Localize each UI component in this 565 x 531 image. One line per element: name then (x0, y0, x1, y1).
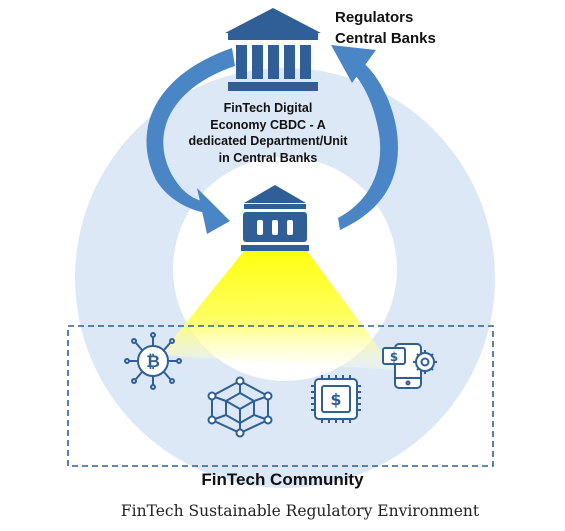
fintech-community-label: FinTech Community (201, 470, 364, 489)
cbdc-line-3: dedicated Department/Unit (188, 134, 348, 148)
svg-text:₿: ₿ (146, 352, 160, 372)
cbdc-line-2: Economy CBDC - A (210, 117, 326, 132)
arrow-up-right (331, 45, 398, 230)
small-bank-icon (241, 185, 309, 251)
regulators-line-1: Regulators (335, 9, 414, 26)
figure-caption: FinTech Sustainable Regulatory Environme… (120, 502, 480, 520)
svg-text:$: $ (330, 390, 341, 409)
spotlight-beam (160, 251, 395, 370)
arrow-down-left (146, 48, 235, 234)
cbdc-unit-label: FinTech Digital Economy CBDC - A dedicat… (168, 100, 368, 166)
cbdc-line-4: in Central Banks (218, 150, 318, 165)
regulators-label: Regulators Central Banks (335, 7, 436, 49)
dollar-chip-icon: $ (311, 375, 361, 423)
cbdc-line-1: FinTech Digital (223, 101, 313, 115)
regulators-line-2: Central Banks (335, 30, 436, 47)
blockchain-cube-icon (207, 376, 273, 438)
community-box (67, 325, 494, 467)
bitcoin-chip-icon: ₿ (124, 332, 182, 390)
bank-building-icon (225, 8, 321, 91)
svg-text:$: $ (390, 350, 398, 364)
mobile-payment-gear-icon: $ (382, 343, 437, 389)
